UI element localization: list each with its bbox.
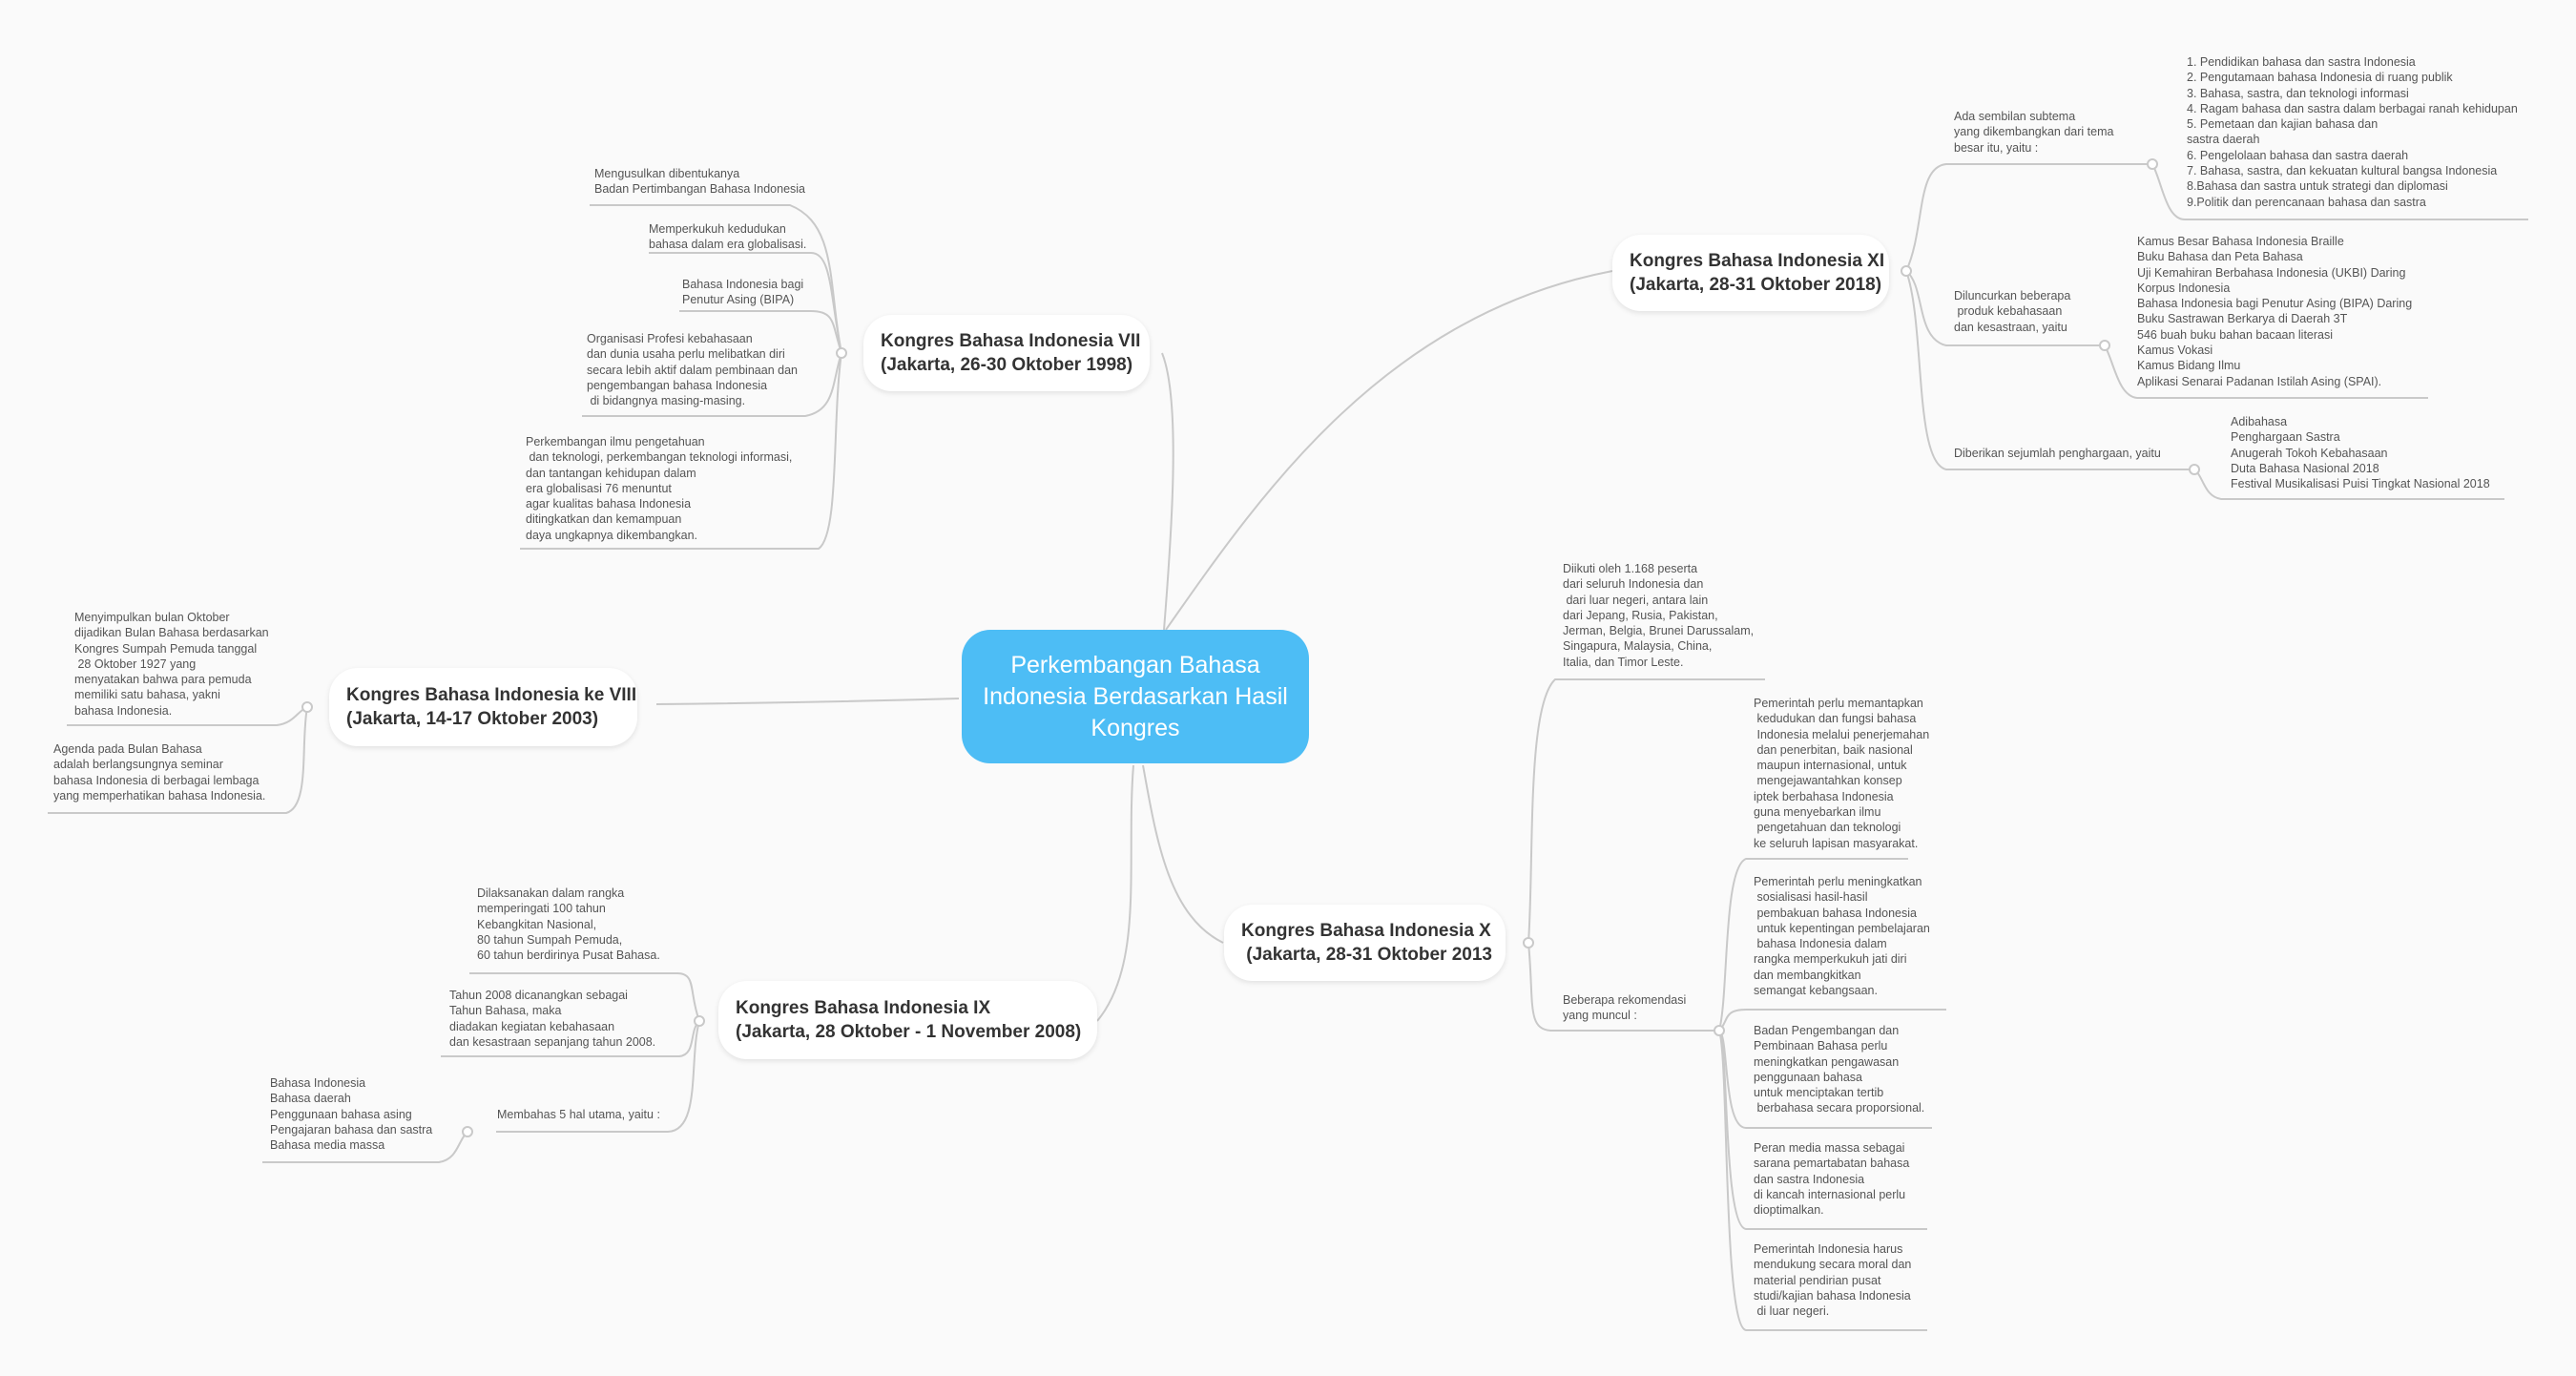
topic-label: Kongres Bahasa Indonesia VII (Jakarta, 2… [881, 331, 1141, 375]
leaf-vii-1[interactable]: Mengusulkan dibentukanya Badan Pertimban… [594, 167, 805, 197]
leaf-xi-3-sub[interactable]: Adibahasa Penghargaan Sastra Anugerah To… [2231, 415, 2490, 491]
leaf-xi-1-sub[interactable]: 1. Pendidikan bahasa dan sastra Indonesi… [2187, 55, 2518, 209]
topic-label: Kongres Bahasa Indonesia IX (Jakarta, 28… [736, 998, 1082, 1042]
leaf-x-2[interactable]: Beberapa rekomendasi yang muncul : [1563, 993, 1687, 1023]
leaf-x-rec-3[interactable]: Badan Pengembangan dan Pembinaan Bahasa … [1754, 1024, 1925, 1115]
leaf-viii-2[interactable]: Agenda pada Bulan Bahasa adalah berlangs… [53, 742, 266, 803]
topic-kongres-viii[interactable]: Kongres Bahasa Indonesia ke VIII (Jakart… [329, 668, 637, 746]
leaf-x-rec-1[interactable]: Pemerintah perlu memantapkan kedudukan d… [1754, 697, 1930, 850]
central-topic[interactable]: Perkembangan Bahasa Indonesia Berdasarka… [962, 630, 1309, 763]
topic-label: Kongres Bahasa Indonesia XI (Jakarta, 28… [1630, 251, 1885, 295]
leaf-x-rec-5[interactable]: Pemerintah Indonesia harus mendukung sec… [1754, 1242, 1912, 1319]
topic-kongres-ix[interactable]: Kongres Bahasa Indonesia IX (Jakarta, 28… [718, 981, 1097, 1059]
leaf-vii-2[interactable]: Memperkukuh kedudukan bahasa dalam era g… [649, 222, 807, 252]
leaf-ix-2[interactable]: Tahun 2008 dicanangkan sebagai Tahun Bah… [449, 989, 656, 1049]
central-topic-label: Perkembangan Bahasa Indonesia Berdasarka… [983, 651, 1288, 741]
leaf-ix-1[interactable]: Dilaksanakan dalam rangka memperingati 1… [477, 886, 660, 963]
leaf-x-rec-4[interactable]: Peran media massa sebagai sarana pemarta… [1754, 1141, 1910, 1218]
leaf-xi-2[interactable]: Diluncurkan beberapa produk kebahasaan d… [1954, 289, 2071, 334]
leaf-x-rec-2[interactable]: Pemerintah perlu meningkatkan sosialisas… [1754, 875, 1930, 998]
leaf-vii-5[interactable]: Perkembangan ilmu pengetahuan dan teknol… [526, 435, 793, 542]
leaf-vii-3[interactable]: Bahasa Indonesia bagi Penutur Asing (BIP… [682, 278, 804, 307]
leaf-x-1[interactable]: Diikuti oleh 1.168 peserta dari seluruh … [1563, 562, 1755, 669]
topic-kongres-xi[interactable]: Kongres Bahasa Indonesia XI (Jakarta, 28… [1612, 235, 1889, 311]
leaf-xi-1[interactable]: Ada sembilan subtema yang dikembangkan d… [1954, 110, 2114, 155]
topic-label: Kongres Bahasa Indonesia ke VIII (Jakart… [346, 685, 637, 729]
topic-kongres-x[interactable]: Kongres Bahasa Indonesia X (Jakarta, 28-… [1224, 905, 1506, 981]
leaf-xi-2-sub[interactable]: Kamus Besar Bahasa Indonesia Braille Buk… [2137, 235, 2413, 388]
leaf-ix-3-sub[interactable]: Bahasa Indonesia Bahasa daerah Penggunaa… [270, 1076, 433, 1153]
leaf-vii-4[interactable]: Organisasi Profesi kebahasaan dan dunia … [587, 332, 798, 408]
leaf-xi-3[interactable]: Diberikan sejumlah penghargaan, yaitu [1954, 447, 2161, 460]
topic-kongres-vii[interactable]: Kongres Bahasa Indonesia VII (Jakarta, 2… [863, 315, 1150, 391]
topic-label: Kongres Bahasa Indonesia X (Jakarta, 28-… [1241, 921, 1492, 965]
leaf-viii-1[interactable]: Menyimpulkan bulan Oktober dijadikan Bul… [74, 611, 269, 718]
leaf-ix-3[interactable]: Membahas 5 hal utama, yaitu : [497, 1108, 660, 1121]
